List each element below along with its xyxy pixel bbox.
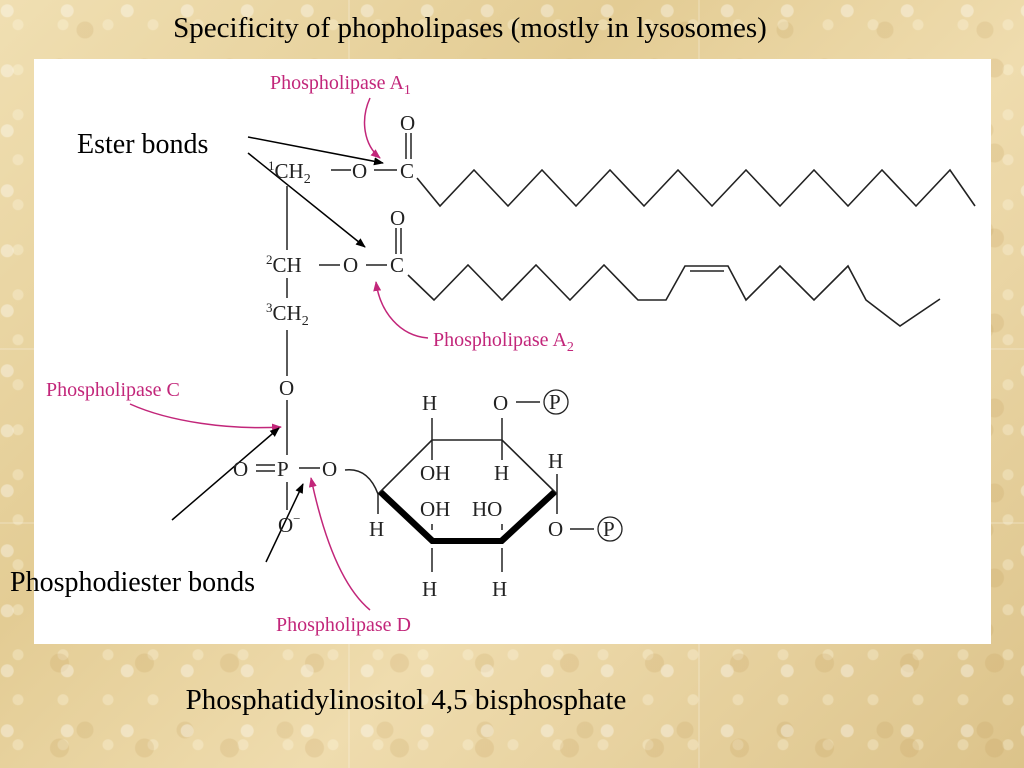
phospholipase-d-label: Phospholipase D — [276, 614, 411, 636]
ring-5-oxygen: O — [548, 517, 563, 541]
phosphate-5-symbol: P — [603, 517, 615, 541]
c1-carbonyl-carbon: C — [400, 159, 414, 183]
c2-carbonyl-oxygen: O — [390, 206, 405, 230]
phospholipase-a1-label: Phospholipase A1 — [270, 72, 411, 98]
ester-bond-arrow-1 — [247, 136, 384, 166]
ring-h: H — [422, 577, 437, 601]
sn2-fatty-acid-chain — [407, 263, 941, 327]
ester-bonds-label: Ester bonds — [77, 129, 208, 160]
ring-h: H — [422, 391, 437, 415]
inositol-link-oxygen: O — [322, 457, 337, 481]
ring-hydroxyl: OH — [420, 497, 450, 521]
ester-bond-arrow-2 — [247, 152, 366, 248]
phosphoryl-oxygen: O — [233, 457, 248, 481]
ring-4-oxygen: O — [493, 391, 508, 415]
bond — [344, 469, 379, 495]
c2-ester-oxygen: O — [343, 253, 358, 277]
inositol-ring-back — [377, 439, 558, 495]
inositol-ring-front — [378, 490, 557, 544]
sn1-fatty-acid-chain — [416, 168, 976, 208]
phospholipase-a2-label: Phospholipase A2 — [433, 329, 574, 355]
phosphodiester-arrow-1 — [171, 427, 280, 521]
ring-h: H — [494, 461, 509, 485]
phosphate-4-symbol: P — [549, 390, 561, 414]
c2-carbonyl-carbon: C — [390, 253, 404, 277]
c1-carbonyl-oxygen: O — [400, 111, 415, 135]
phospholipase-c-label: Phospholipase C — [46, 379, 180, 401]
c2-methine: 2CH — [266, 252, 302, 277]
phosphate-circle-icon — [543, 389, 569, 415]
slide-title: Specificity of phopholipases (mostly in … — [173, 12, 767, 44]
c1-ester-oxygen: O — [352, 159, 367, 183]
phosphate-bridge-oxygen: O — [279, 376, 294, 400]
ring-h: H — [548, 449, 563, 473]
ring-hydroxyl: OH — [420, 461, 450, 485]
molecule-caption: Phosphatidylinositol 4,5 bisphosphate — [185, 684, 627, 716]
a2-cleavage-arrow — [373, 281, 429, 339]
c3-methylene: 3CH2 — [266, 300, 309, 329]
d-cleavage-arrow — [308, 477, 371, 611]
phosphodiester-arrow-2 — [265, 483, 304, 563]
phosphodiester-bonds-label: Phosphodiester bonds — [10, 567, 255, 598]
a1-cleavage-arrow — [363, 97, 381, 159]
ring-hydroxyl: HO — [472, 497, 502, 521]
ring-h: H — [492, 577, 507, 601]
c-cleavage-arrow — [129, 403, 282, 432]
diagram-panel — [34, 59, 991, 644]
c1-methylene: 1CH2 — [268, 158, 311, 187]
ring-h: H — [369, 517, 384, 541]
phosphate-anion-oxygen: O− — [278, 511, 301, 537]
phosphorus: P — [277, 457, 289, 481]
phosphate-circle-icon — [597, 516, 623, 542]
